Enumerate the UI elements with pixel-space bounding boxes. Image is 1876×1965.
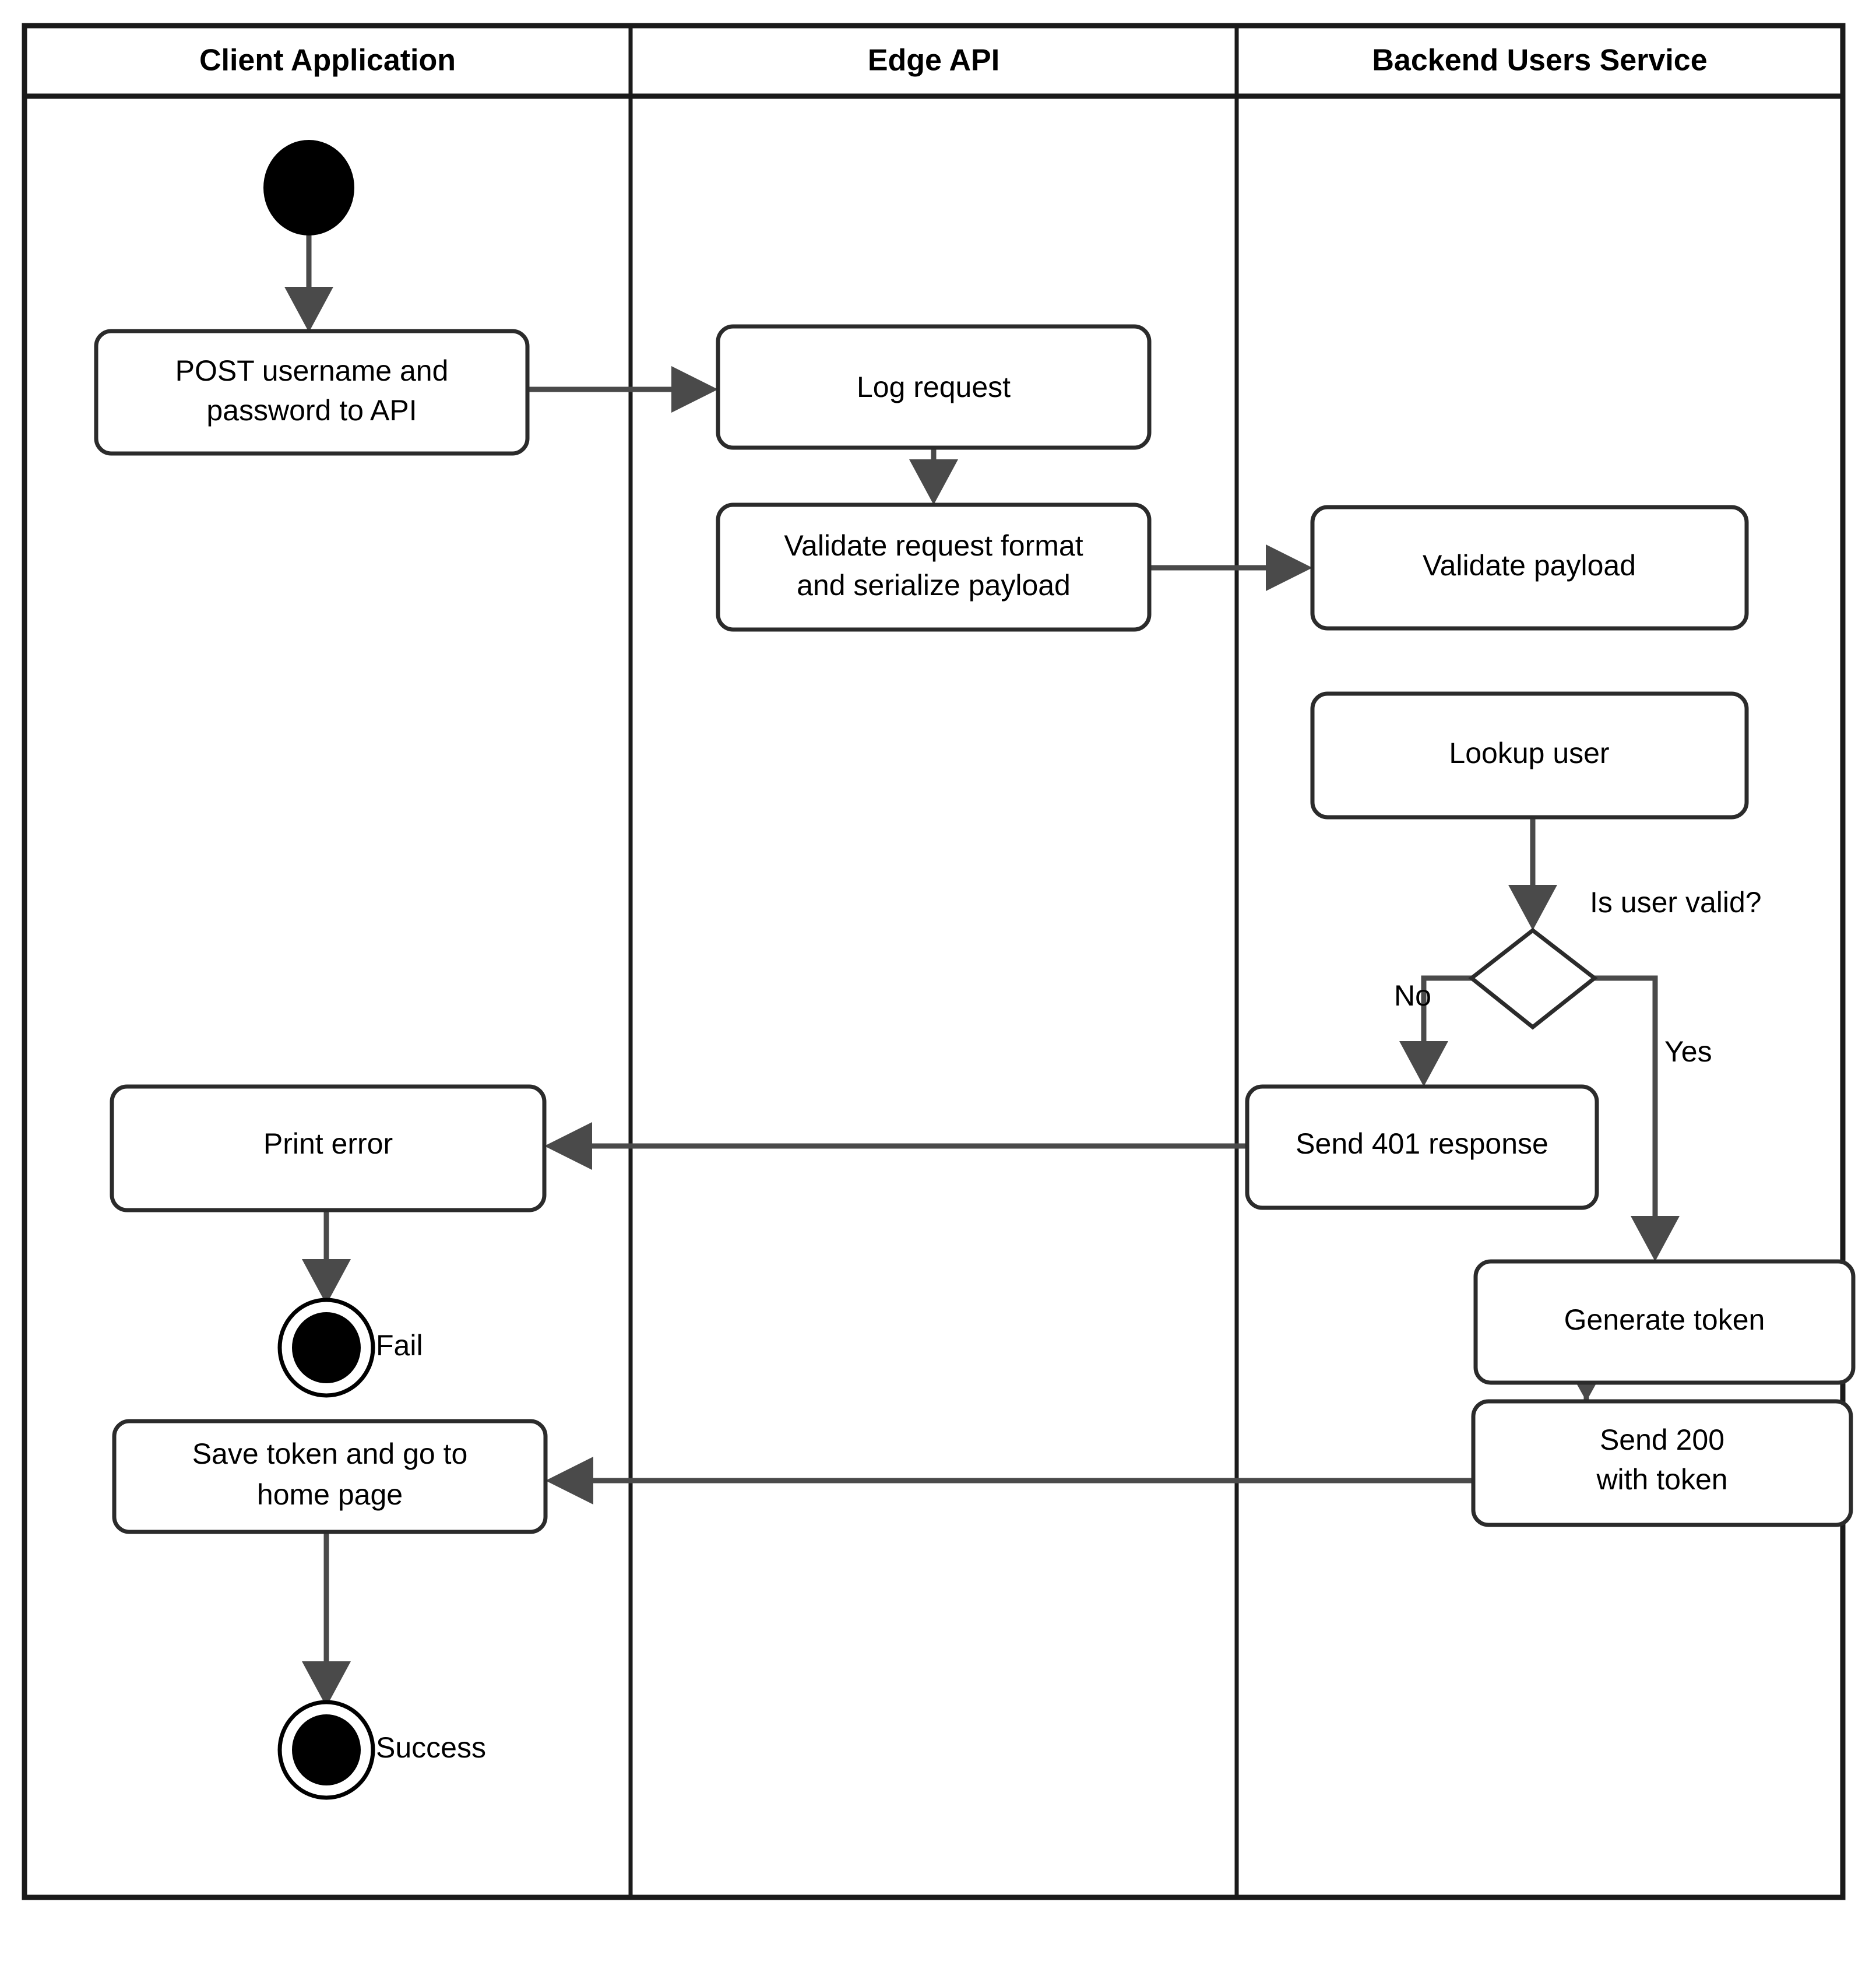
decision-is-user-valid[interactable] (1468, 927, 1598, 1030)
lane-title-backend-users-service: Backend Users Service (1372, 44, 1707, 78)
activity-save-token-line1: Save token and go to (192, 1437, 468, 1470)
edge-post-to-log-request (526, 366, 718, 413)
activity-validate-format-line2: and serialize payload (797, 569, 1071, 602)
activity-validate-payload[interactable]: Validate payload (1310, 505, 1749, 631)
activity-log-request[interactable]: Log request (716, 324, 1152, 450)
initial-node[interactable] (263, 140, 354, 235)
activity-generate-token[interactable]: Generate token (1473, 1259, 1856, 1385)
edge-decision-no-to-send-401 (1399, 975, 1472, 1087)
activity-validate-payload-label: Validate payload (1423, 549, 1636, 582)
edge-save-token-to-success (302, 1532, 351, 1707)
activity-lookup-user-label: Lookup user (1449, 737, 1609, 769)
activity-post-credentials[interactable]: POST username and password to API (94, 329, 530, 456)
edge-validate-format-to-validate-payload (1142, 544, 1312, 591)
final-node-fail-label: Fail (376, 1329, 423, 1362)
edge-send-401-to-print-error (544, 1122, 1247, 1170)
activity-send-200-with-token[interactable]: Send 200 with token (1471, 1399, 1853, 1527)
edge-log-request-to-validate-format (909, 447, 958, 505)
activity-validate-format-line1: Validate request format (784, 529, 1083, 562)
swimlane-frame (22, 23, 1846, 1900)
activity-validate-request-format[interactable]: Validate request format and serialize pa… (716, 502, 1152, 632)
activity-generate-token-label: Generate token (1564, 1303, 1765, 1336)
activity-print-error[interactable]: Print error (110, 1084, 547, 1212)
edge-decision-yes-to-generate-token (1595, 975, 1680, 1261)
edge-send-200-to-save-token (545, 1457, 1473, 1504)
final-node-success-label: Success (376, 1731, 486, 1764)
decision-is-user-valid-label: Is user valid? (1590, 886, 1762, 919)
lane-title-edge-api: Edge API (868, 44, 999, 78)
activity-lookup-user[interactable]: Lookup user (1310, 691, 1749, 820)
activity-post-credentials-line2: password to API (206, 394, 417, 427)
activity-post-credentials-line1: POST username and (175, 354, 449, 387)
edge-start-to-post (284, 233, 333, 332)
activity-send-200-line2: with token (1596, 1463, 1727, 1496)
guard-label-no: No (1394, 979, 1431, 1012)
final-node-fail[interactable] (277, 1298, 375, 1398)
guard-label-yes: Yes (1664, 1035, 1712, 1068)
edge-print-error-to-fail (302, 1211, 351, 1305)
activity-print-error-label: Print error (263, 1127, 393, 1160)
activity-save-token-go-home[interactable]: Save token and go to home page (112, 1419, 548, 1534)
activity-send-401-label: Send 401 response (1296, 1127, 1548, 1160)
activity-send-401-response[interactable]: Send 401 response (1245, 1084, 1599, 1210)
lane-title-client-application: Client Application (199, 44, 456, 78)
activity-send-200-line1: Send 200 (1600, 1423, 1724, 1456)
final-node-success[interactable] (277, 1700, 375, 1800)
activity-save-token-line2: home page (257, 1478, 403, 1511)
edge-lookup-user-to-decision (1508, 817, 1557, 930)
activity-log-request-label: Log request (857, 371, 1011, 403)
